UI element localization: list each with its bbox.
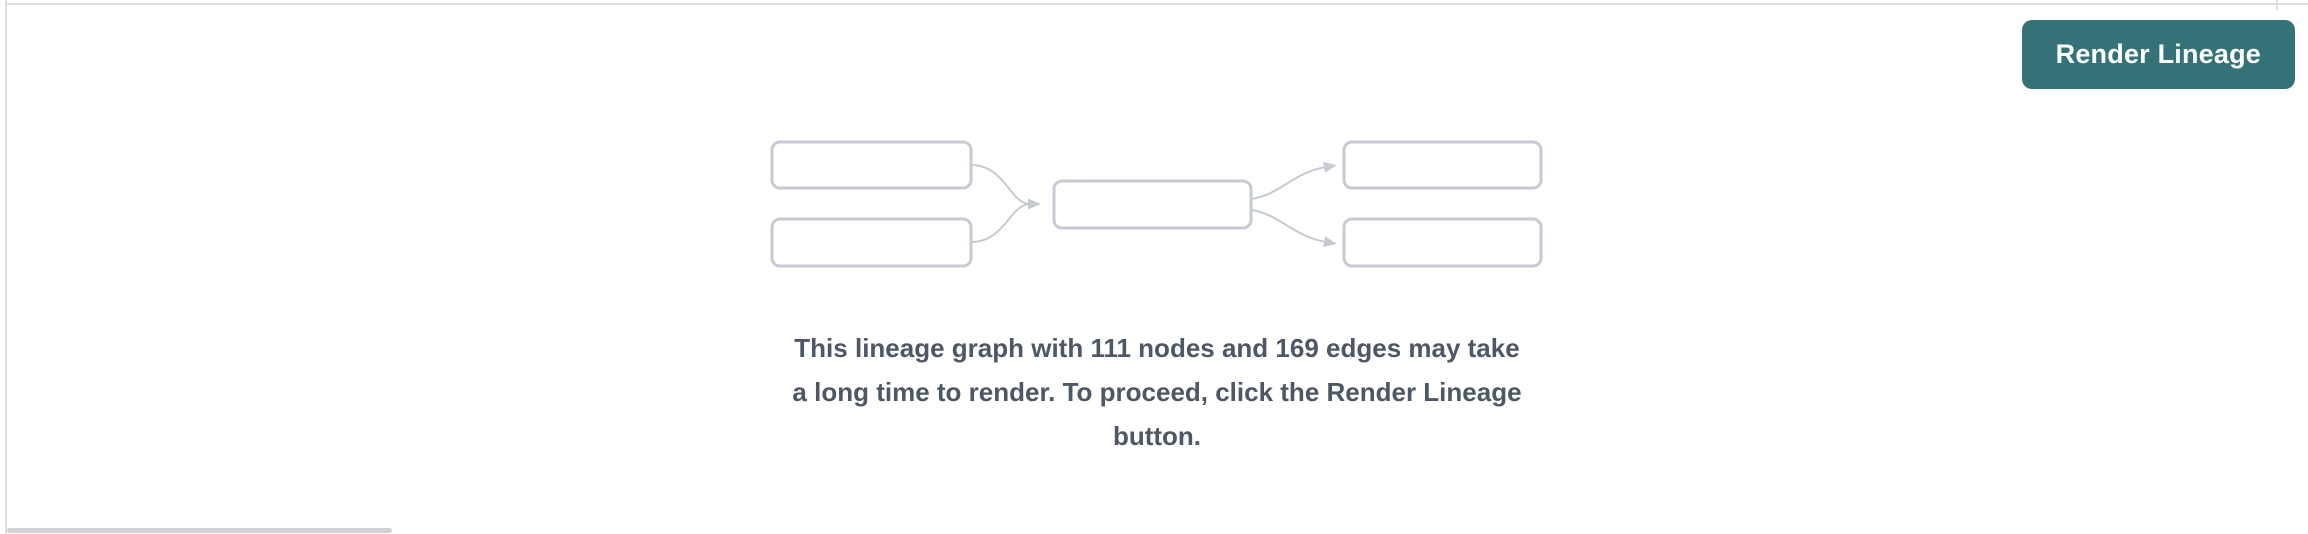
graph-node-box: [1342, 140, 1543, 190]
top-right-divider: [2276, 0, 2278, 10]
render-warning-message: This lineage graph with 111 nodes and 16…: [747, 326, 1567, 458]
graph-node-box: [1052, 179, 1253, 230]
render-warning-line: button.: [1112, 421, 1202, 451]
graph-edge-left-top: [970, 164, 1041, 210]
panel-left-border: [5, 0, 7, 534]
graph-node-box: [770, 217, 973, 268]
render-lineage-button[interactable]: Render Lineage: [2021, 20, 2295, 89]
lineage-placeholder: This lineage graph with 111 nodes and 16…: [6, 0, 2308, 534]
graph-node-box: [1342, 217, 1543, 268]
graph-edge-right-bottom: [1250, 209, 1337, 248]
graph-edge-right-top: [1250, 161, 1337, 200]
render-warning-line: This lineage graph with 111 nodes and 16…: [794, 333, 1520, 363]
graph-edge-left-bottom: [970, 203, 1031, 243]
render-warning-line: a long time to render. To proceed, click…: [792, 377, 1522, 407]
horizontal-scrollbar-thumb[interactable]: [7, 528, 392, 533]
graph-node-box: [770, 140, 973, 190]
lineage-placeholder-illustration: [770, 140, 1543, 268]
panel-top-border: [7, 3, 2308, 5]
